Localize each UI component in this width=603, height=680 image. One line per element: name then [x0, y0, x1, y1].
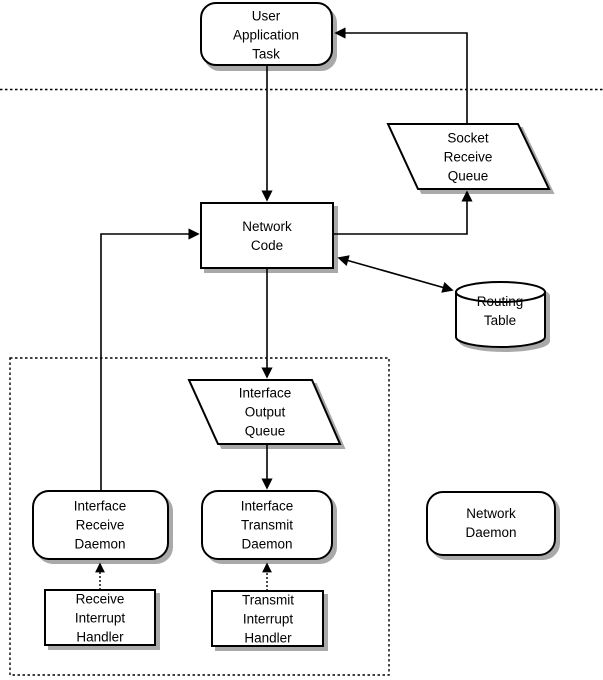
node-socket-receive-queue [386, 123, 555, 194]
node-transmit-interrupt-handler [211, 590, 328, 651]
interface-output-queue-box [187, 379, 342, 445]
edge-network-code-to-socket-queue [333, 190, 473, 235]
user-application-task-box [200, 2, 333, 66]
edge-receive-daemon-to-network-code [100, 228, 200, 491]
node-network-daemon [426, 491, 560, 560]
routing-table-top [455, 281, 546, 303]
node-user-application-task [200, 2, 337, 71]
node-interface-receive-daemon [32, 490, 173, 564]
interface-receive-daemon-box [32, 490, 169, 560]
node-receive-interrupt-handler [44, 589, 160, 650]
socket-receive-queue-box [386, 123, 551, 190]
network-daemon-box [426, 491, 556, 556]
node-routing-table [455, 281, 550, 352]
node-interface-transmit-daemon [201, 490, 337, 564]
interface-transmit-daemon-box [201, 490, 333, 560]
receive-interrupt-handler-box [44, 589, 156, 646]
network-code-box [200, 202, 334, 269]
routing-table-body [455, 291, 546, 348]
node-interface-output-queue [187, 379, 346, 449]
node-network-code [200, 202, 338, 273]
driver-region-border [9, 357, 390, 676]
transmit-interrupt-handler-box [211, 590, 324, 647]
edge-network-code-routing-table [337, 255, 454, 293]
edge-socket-queue-to-app [334, 27, 468, 124]
